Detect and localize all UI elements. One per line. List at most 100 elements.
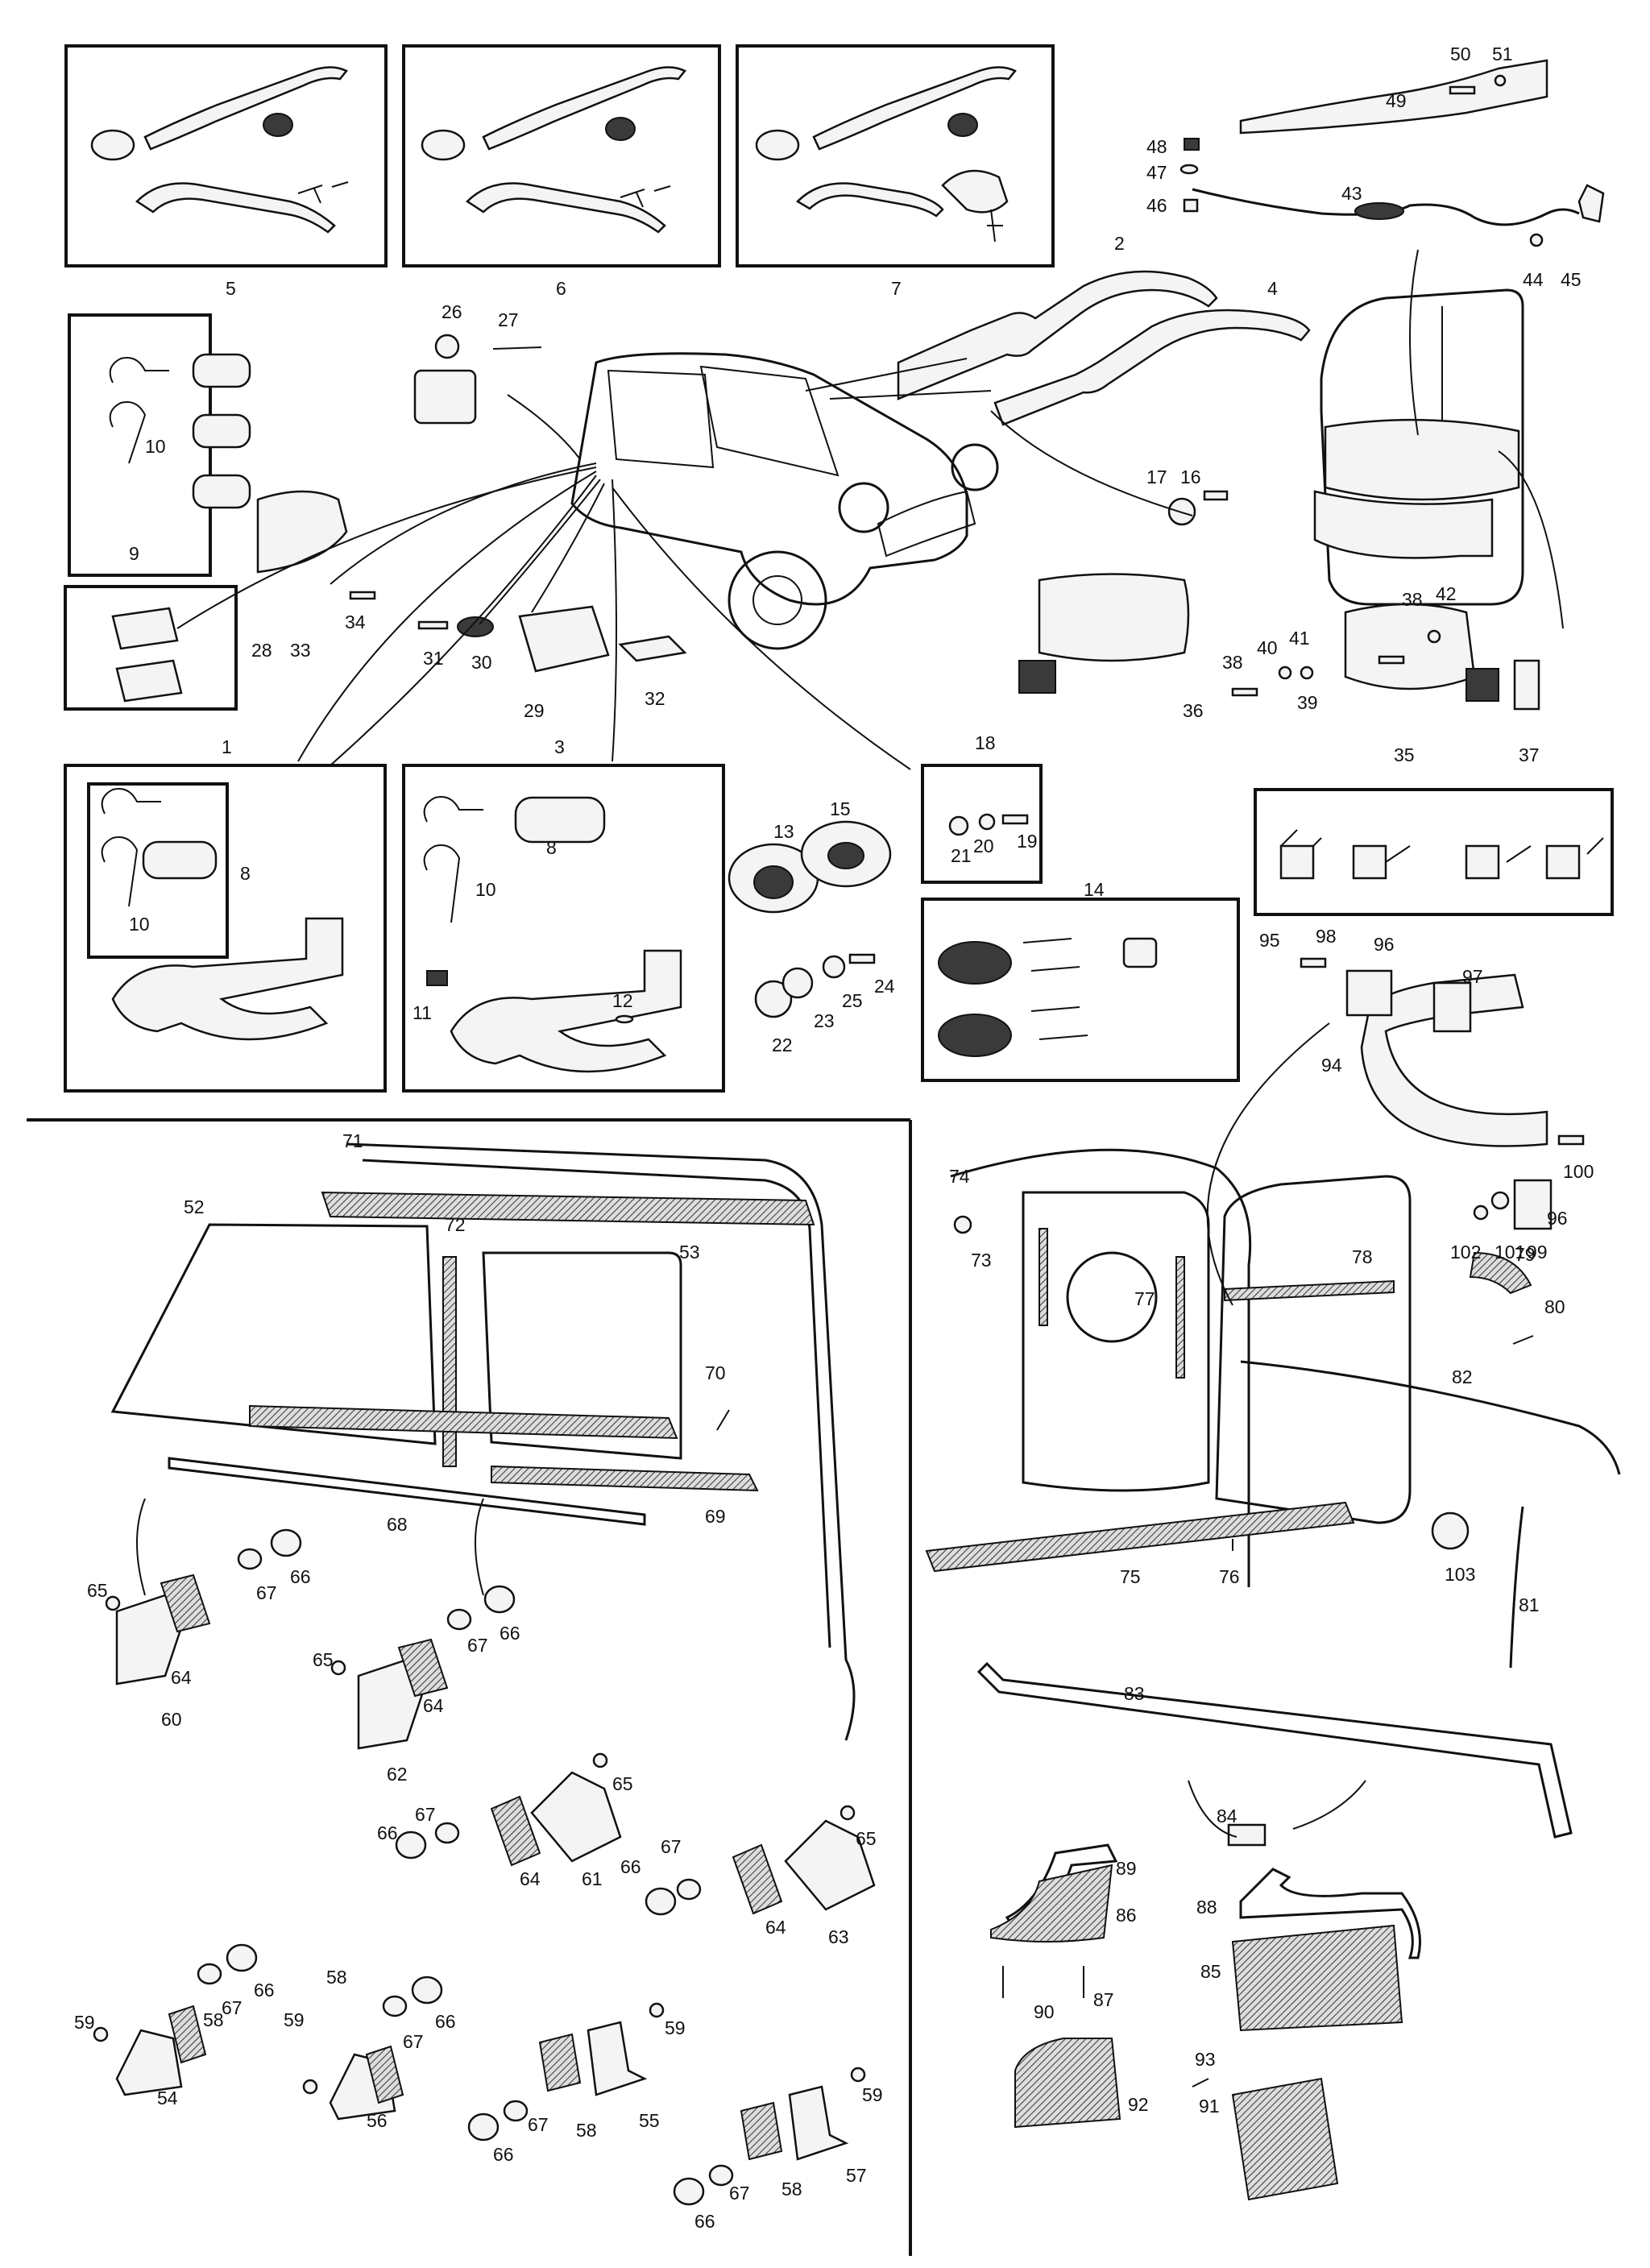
- handle-5-upper: [143, 66, 348, 151]
- callout-99: 99: [1527, 1242, 1548, 1263]
- callout-17: 17: [1146, 466, 1167, 487]
- catch-63: [784, 1819, 876, 1911]
- washer-67h: [708, 2164, 734, 2187]
- bush-66c: [395, 1831, 427, 1860]
- callout-18: 18: [975, 732, 996, 753]
- callout-103: 103: [1445, 1564, 1475, 1585]
- box-handle-set-6: [402, 44, 721, 267]
- striker-33: [256, 490, 348, 574]
- washer-67d: [676, 1878, 702, 1901]
- pocket-86: [990, 1864, 1113, 1943]
- leader-catches: [136, 1498, 484, 1596]
- channel-69: [491, 1465, 759, 1492]
- callout-102: 102: [1450, 1242, 1481, 1263]
- callout-45: 45: [1561, 269, 1582, 290]
- seal-81: [1509, 1506, 1524, 1669]
- clip-12: [615, 1014, 634, 1024]
- leader-16: [990, 410, 1193, 516]
- door-lower-panel: [1313, 490, 1494, 559]
- screw-59a: [93, 2026, 109, 2042]
- box-kit-18: [921, 764, 1043, 884]
- plate-30: [457, 616, 494, 637]
- callout-65d: 65: [856, 1828, 877, 1849]
- callout-67h: 67: [729, 2183, 750, 2204]
- box-handle-lock-1: [64, 764, 387, 1093]
- callout-8a: 8: [240, 863, 251, 884]
- callout-58d: 58: [781, 2179, 802, 2200]
- kit-95-hinge-d: [1545, 844, 1581, 880]
- leader-1b: [330, 475, 597, 766]
- kit-95-hinge-a: [1279, 844, 1315, 880]
- handle-6-lower: [466, 182, 666, 234]
- lock-set-9-drawing: [109, 353, 251, 703]
- callout-22: 22: [772, 1034, 793, 1055]
- box-striker-set-28: [64, 585, 238, 711]
- callout-85: 85: [1200, 1961, 1221, 1982]
- catch-54: [115, 2029, 183, 2096]
- door-check-and-stay: [1179, 59, 1605, 247]
- leader-30: [531, 483, 605, 613]
- callout-54: 54: [157, 2088, 178, 2108]
- screw-59c: [649, 2002, 665, 2018]
- screw-38a: [1231, 687, 1258, 697]
- callout-27: 27: [498, 309, 519, 330]
- callout-59b: 59: [284, 2009, 305, 2030]
- callout-20: 20: [973, 835, 994, 856]
- callout-10a: 10: [145, 436, 166, 457]
- barrel-9-b: [192, 413, 251, 449]
- striker-26-top: [434, 334, 460, 359]
- plate-96b: [1513, 1179, 1553, 1230]
- door-opening-section: [925, 1022, 1621, 1669]
- washer-20: [978, 813, 996, 831]
- callout-8b: 8: [546, 837, 557, 858]
- escutcheon-5: [90, 129, 135, 161]
- nut-48: [1184, 138, 1200, 151]
- striker-26: [413, 369, 477, 425]
- callout-66b: 66: [500, 1623, 520, 1644]
- bush-66a: [270, 1528, 302, 1557]
- callout-64a: 64: [171, 1667, 192, 1688]
- barrel-9-c: [192, 474, 251, 509]
- screw-34: [349, 591, 376, 600]
- callout-63: 63: [828, 1926, 849, 1947]
- glass-52: [110, 1223, 437, 1445]
- keys-7: [987, 209, 1003, 243]
- pocket-85: [1231, 1924, 1403, 2032]
- kit-95-hinge-c: [1465, 844, 1500, 880]
- callout-58c: 58: [576, 2120, 597, 2141]
- strikers-and-fixings: [256, 334, 1229, 673]
- callout-52: 52: [184, 1196, 205, 1217]
- exterior-handles-2-4: [897, 270, 1311, 426]
- callout-82: 82: [1452, 1366, 1473, 1387]
- callout-67c: 67: [415, 1804, 436, 1825]
- screw-65a: [105, 1595, 121, 1611]
- car-front-hub: [752, 575, 802, 625]
- callout-34: 34: [345, 612, 366, 632]
- screw-98: [1300, 957, 1327, 968]
- plate-96a: [1345, 969, 1393, 1017]
- callout-66e: 66: [254, 1980, 275, 2001]
- callout-67d: 67: [661, 1836, 682, 1857]
- keys-5: [297, 181, 349, 204]
- callout-83: 83: [1124, 1683, 1145, 1704]
- callout-95: 95: [1259, 930, 1280, 951]
- callout-79: 79: [1515, 1244, 1536, 1265]
- leader-2: [805, 358, 968, 392]
- door-frame-inner: [362, 1159, 831, 1648]
- callout-67b: 67: [467, 1635, 488, 1656]
- check-strap-pad: [1354, 202, 1404, 220]
- pad-64a: [160, 1574, 211, 1633]
- check-bracket-45: [1577, 184, 1605, 223]
- open-door: [1215, 1175, 1412, 1524]
- callout-59a: 59: [74, 2012, 95, 2033]
- lock-35-bolt: [1466, 668, 1499, 702]
- pad-64b: [397, 1638, 449, 1698]
- callout-28: 28: [251, 640, 272, 661]
- washer-67c: [434, 1822, 460, 1844]
- catch-57: [788, 2085, 849, 2161]
- callout-1: 1: [222, 736, 232, 757]
- door-trim-assembly: [1313, 288, 1564, 629]
- bush-66b: [483, 1585, 516, 1614]
- leader-33: [330, 462, 597, 585]
- callout-9: 9: [129, 543, 139, 564]
